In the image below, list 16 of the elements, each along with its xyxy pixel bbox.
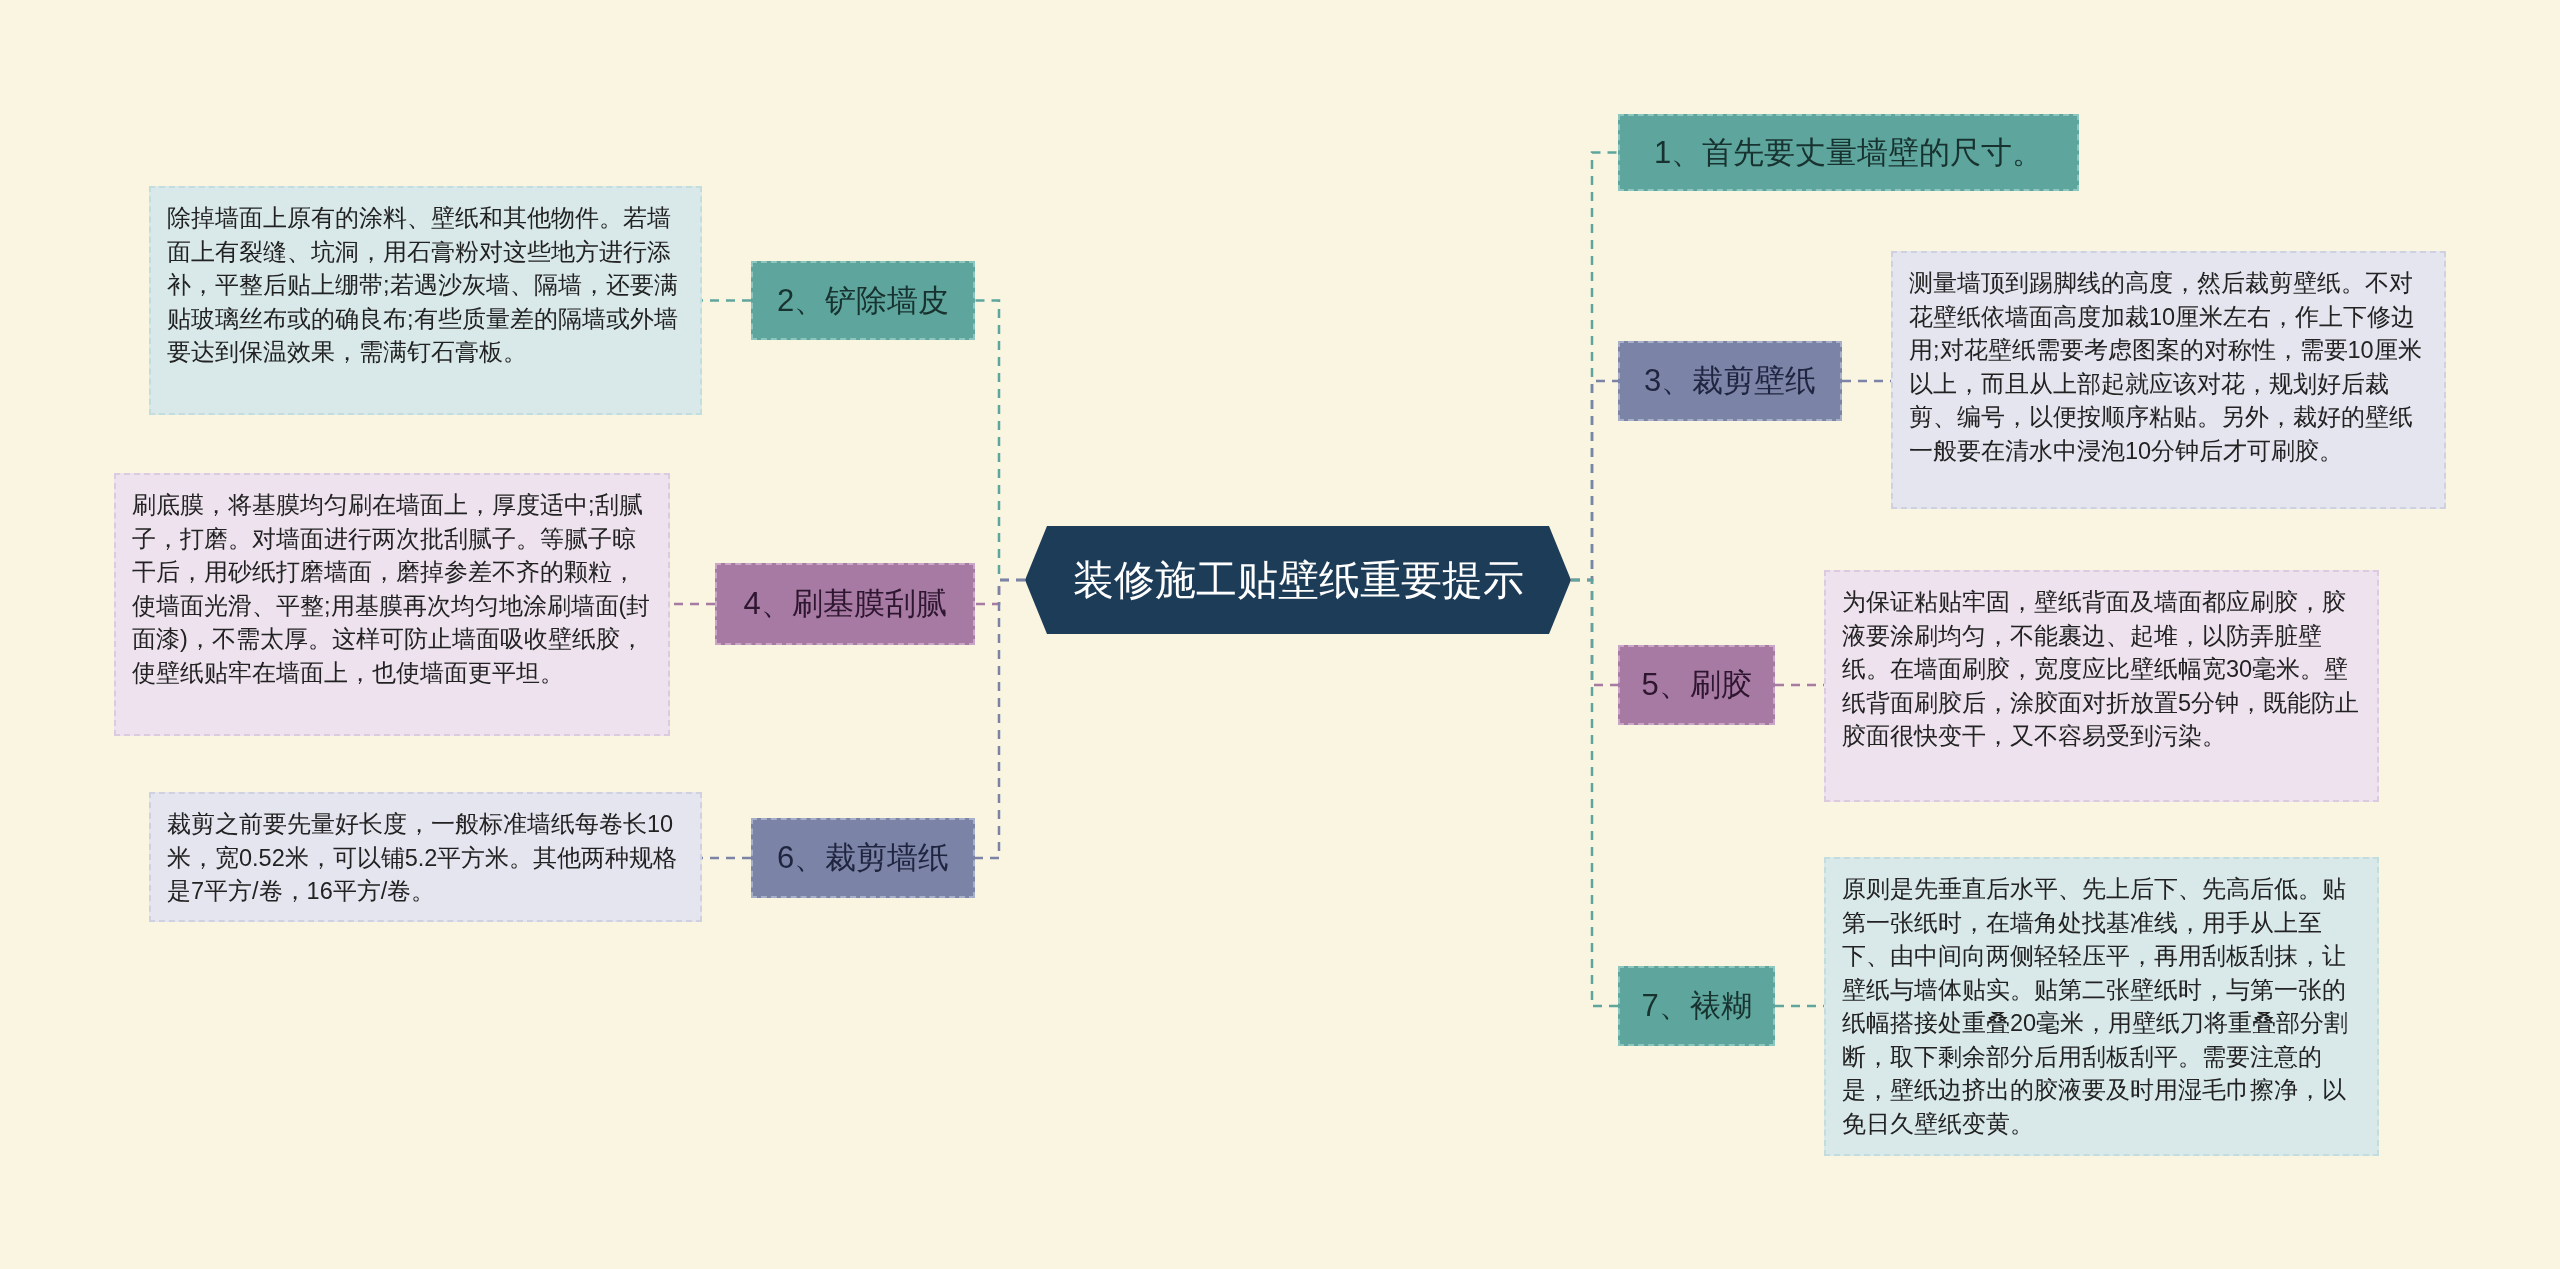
central-topic-text: 装修施工贴壁纸重要提示 — [1072, 555, 1524, 605]
step-box: 5、刷胶 — [1618, 645, 1775, 725]
note-box: 为保证粘贴牢固，壁纸背面及墙面都应刷胶，胶液要涂刷均匀，不能裹边、起堆，以防弄脏壁纸。在墙面刷胶，宽度应比壁纸幅宽30毫米。壁纸背面刷胶后，涂胶面对折放置5分钟，既能防止胶面很快变干，又不容易受到污染。 — [1824, 570, 2379, 802]
note-box: 除掉墙面上原有的涂料、壁纸和其他物件。若墙面上有裂缝、坑洞，用石膏粉对这些地方进行添补，平整后贴上绷带;若遇沙灰墙、隔墙，还要满贴玻璃丝布或的确良布;有些质量差的隔墙或外墙要达到保温效果，需满钉石膏板。 — [149, 186, 702, 415]
step-box: 3、裁剪壁纸 — [1618, 341, 1842, 421]
connector-line — [1571, 578, 1618, 1008]
connector-line — [975, 578, 1025, 860]
step-box: 4、刷基膜刮腻 — [715, 563, 975, 645]
note-box: 原则是先垂直后水平、先上后下、先高后低。贴第一张纸时，在墙角处找基准线，用手从上至下、由中间向两侧轻轻压平，再用刮板刮抹，让壁纸与墙体贴实。贴第二张壁纸时，与第一张的纸幅搭接处重叠20毫米，用壁纸刀将重叠部分割断，取下剩余部分后用刮板刮平。需要注意的是，壁纸边挤出的胶液要及时用湿毛巾擦净，以免日久壁纸变黄。 — [1824, 857, 2379, 1156]
note-box: 刷底膜，将基膜均匀刷在墙面上，厚度适中;刮腻子，打磨。对墙面进行两次批刮腻子。等腻子晾干后，用砂纸打磨墙面，磨掉参差不齐的颗粒，使墙面光滑、平整;用基膜再次均匀地涂刷墙面(封面漆)，不需太厚。这样可防止墙面吸收壁纸胶，使壁纸贴牢在墙面上，也使墙面更平坦。 — [114, 473, 670, 736]
step-box: 7、裱糊 — [1618, 966, 1775, 1046]
step-box: 1、首先要丈量墙壁的尺寸。 — [1618, 114, 2079, 191]
step-box: 6、裁剪墙纸 — [751, 818, 975, 898]
note-box: 测量墙顶到踢脚线的高度，然后裁剪壁纸。不对花壁纸依墙面高度加裁10厘米左右，作上下修边用;对花壁纸需要考虑图案的对称性，需要10厘米以上，而且从上部起就应该对花，规划好后裁剪、编号，以便按顺序粘贴。另外，裁好的壁纸一般要在清水中浸泡10分钟后才可刷胶。 — [1891, 251, 2446, 509]
note-box: 裁剪之前要先量好长度，一般标准墙纸每卷长10米，宽0.52米，可以铺5.2平方米。其他两种规格是7平方/卷，16平方/卷。 — [149, 792, 702, 922]
step-box: 2、铲除墙皮 — [751, 261, 975, 340]
